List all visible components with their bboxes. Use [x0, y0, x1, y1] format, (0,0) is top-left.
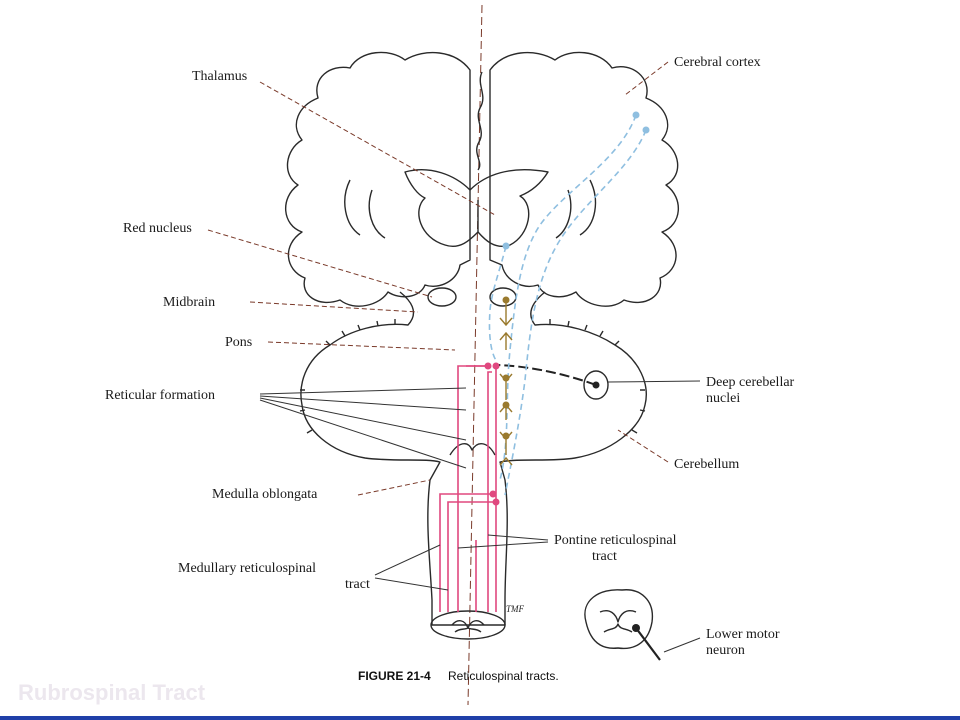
cerebellum-folia [299, 319, 646, 434]
longitudinal-fissure [476, 71, 484, 171]
label-reticular-formation: Reticular formation [105, 388, 215, 403]
cortical-neuron-3 [502, 242, 510, 250]
leader-pons [267, 341, 456, 351]
spinal-cross-section [584, 589, 654, 650]
spinal-cross-gray [599, 610, 637, 633]
cortical-pathway-1 [499, 114, 637, 481]
label-medullary-line1: Medullary reticulospinal [178, 561, 316, 576]
leader-medulla [357, 479, 431, 496]
label-red-nucleus: Red nucleus [123, 221, 192, 236]
leader-red-nucleus [207, 229, 433, 298]
thalamus-shape [404, 169, 549, 247]
label-lower-motor-line2: neuron [706, 643, 745, 658]
reticular-neuron-body-2 [502, 374, 510, 382]
cortical-neuron-2 [642, 126, 650, 134]
lower-motor-axon [635, 627, 661, 661]
cerebrum-right-outline [489, 51, 680, 307]
red-nucleus-shape [427, 287, 457, 307]
label-medulla-oblongata: Medulla oblongata [212, 487, 318, 502]
label-lower-motor-line1: Lower motor [706, 627, 780, 642]
sulcus-right [555, 179, 597, 239]
leader-pontine-1 [487, 534, 549, 541]
label-tmf: TMF [506, 604, 525, 614]
leader-cerebral-cortex [624, 61, 669, 96]
red-nucleus-right-shape [489, 287, 517, 307]
leader-reticular-3 [259, 397, 467, 441]
spinal-gray-matter [451, 620, 485, 633]
leader-pontine-2 [457, 541, 549, 549]
leader-midbrain [249, 301, 419, 313]
spinal-cord-section [430, 610, 506, 640]
label-medullary-line2: tract [345, 577, 370, 592]
leader-deep-cerebellar [607, 380, 701, 383]
label-midbrain: Midbrain [163, 295, 215, 310]
label-thalamus: Thalamus [192, 69, 247, 84]
label-deep-cerebellar-line1: Deep cerebellar [706, 375, 795, 390]
leader-reticular-2 [259, 395, 467, 411]
bottom-bar [0, 716, 960, 720]
reticular-neuron-body-3 [502, 401, 510, 409]
sulcus-left [344, 179, 386, 239]
leader-lower-motor [663, 637, 701, 653]
label-pons: Pons [225, 335, 252, 350]
leader-cerebellum [617, 429, 669, 463]
cortical-pathway-2 [504, 129, 647, 496]
midline-axis [467, 4, 483, 706]
deep-cerebellar-nucleus-shape [583, 370, 609, 400]
brainstem-cerebellum-outline [300, 291, 647, 626]
leader-medullary-2 [374, 577, 449, 591]
cerebellar-projection [497, 364, 597, 386]
cerebrum-left-outline [284, 51, 471, 307]
label-cerebral-cortex: Cerebral cortex [674, 55, 761, 70]
label-deep-cerebellar-line2: nuclei [706, 391, 740, 406]
leader-medullary-1 [374, 544, 441, 576]
label-pontine-line2: tract [592, 549, 617, 564]
leader-reticular-1 [259, 387, 467, 395]
figure-number: FIGURE 21-4 [358, 669, 431, 683]
figure-title: Reticulospinal tracts. [448, 669, 559, 683]
reticular-neuron-chain [499, 300, 513, 466]
background-title: Rubrospinal Tract [18, 680, 206, 705]
reticular-neuron-body-1 [502, 296, 510, 304]
medullary-cell-2 [492, 498, 500, 506]
leader-reticular-4 [259, 399, 467, 469]
label-cerebellum: Cerebellum [674, 457, 739, 472]
reticulospinal-tracts [439, 365, 497, 612]
label-pontine-line1: Pontine reticulospinal [554, 533, 677, 548]
reticular-neuron-body-4 [502, 432, 510, 440]
pontine-cell-2 [492, 362, 500, 370]
leader-thalamus [259, 81, 496, 216]
pontine-cell-1 [484, 362, 492, 370]
medullary-cell-1 [489, 490, 497, 498]
cortical-neuron-1 [632, 111, 640, 119]
